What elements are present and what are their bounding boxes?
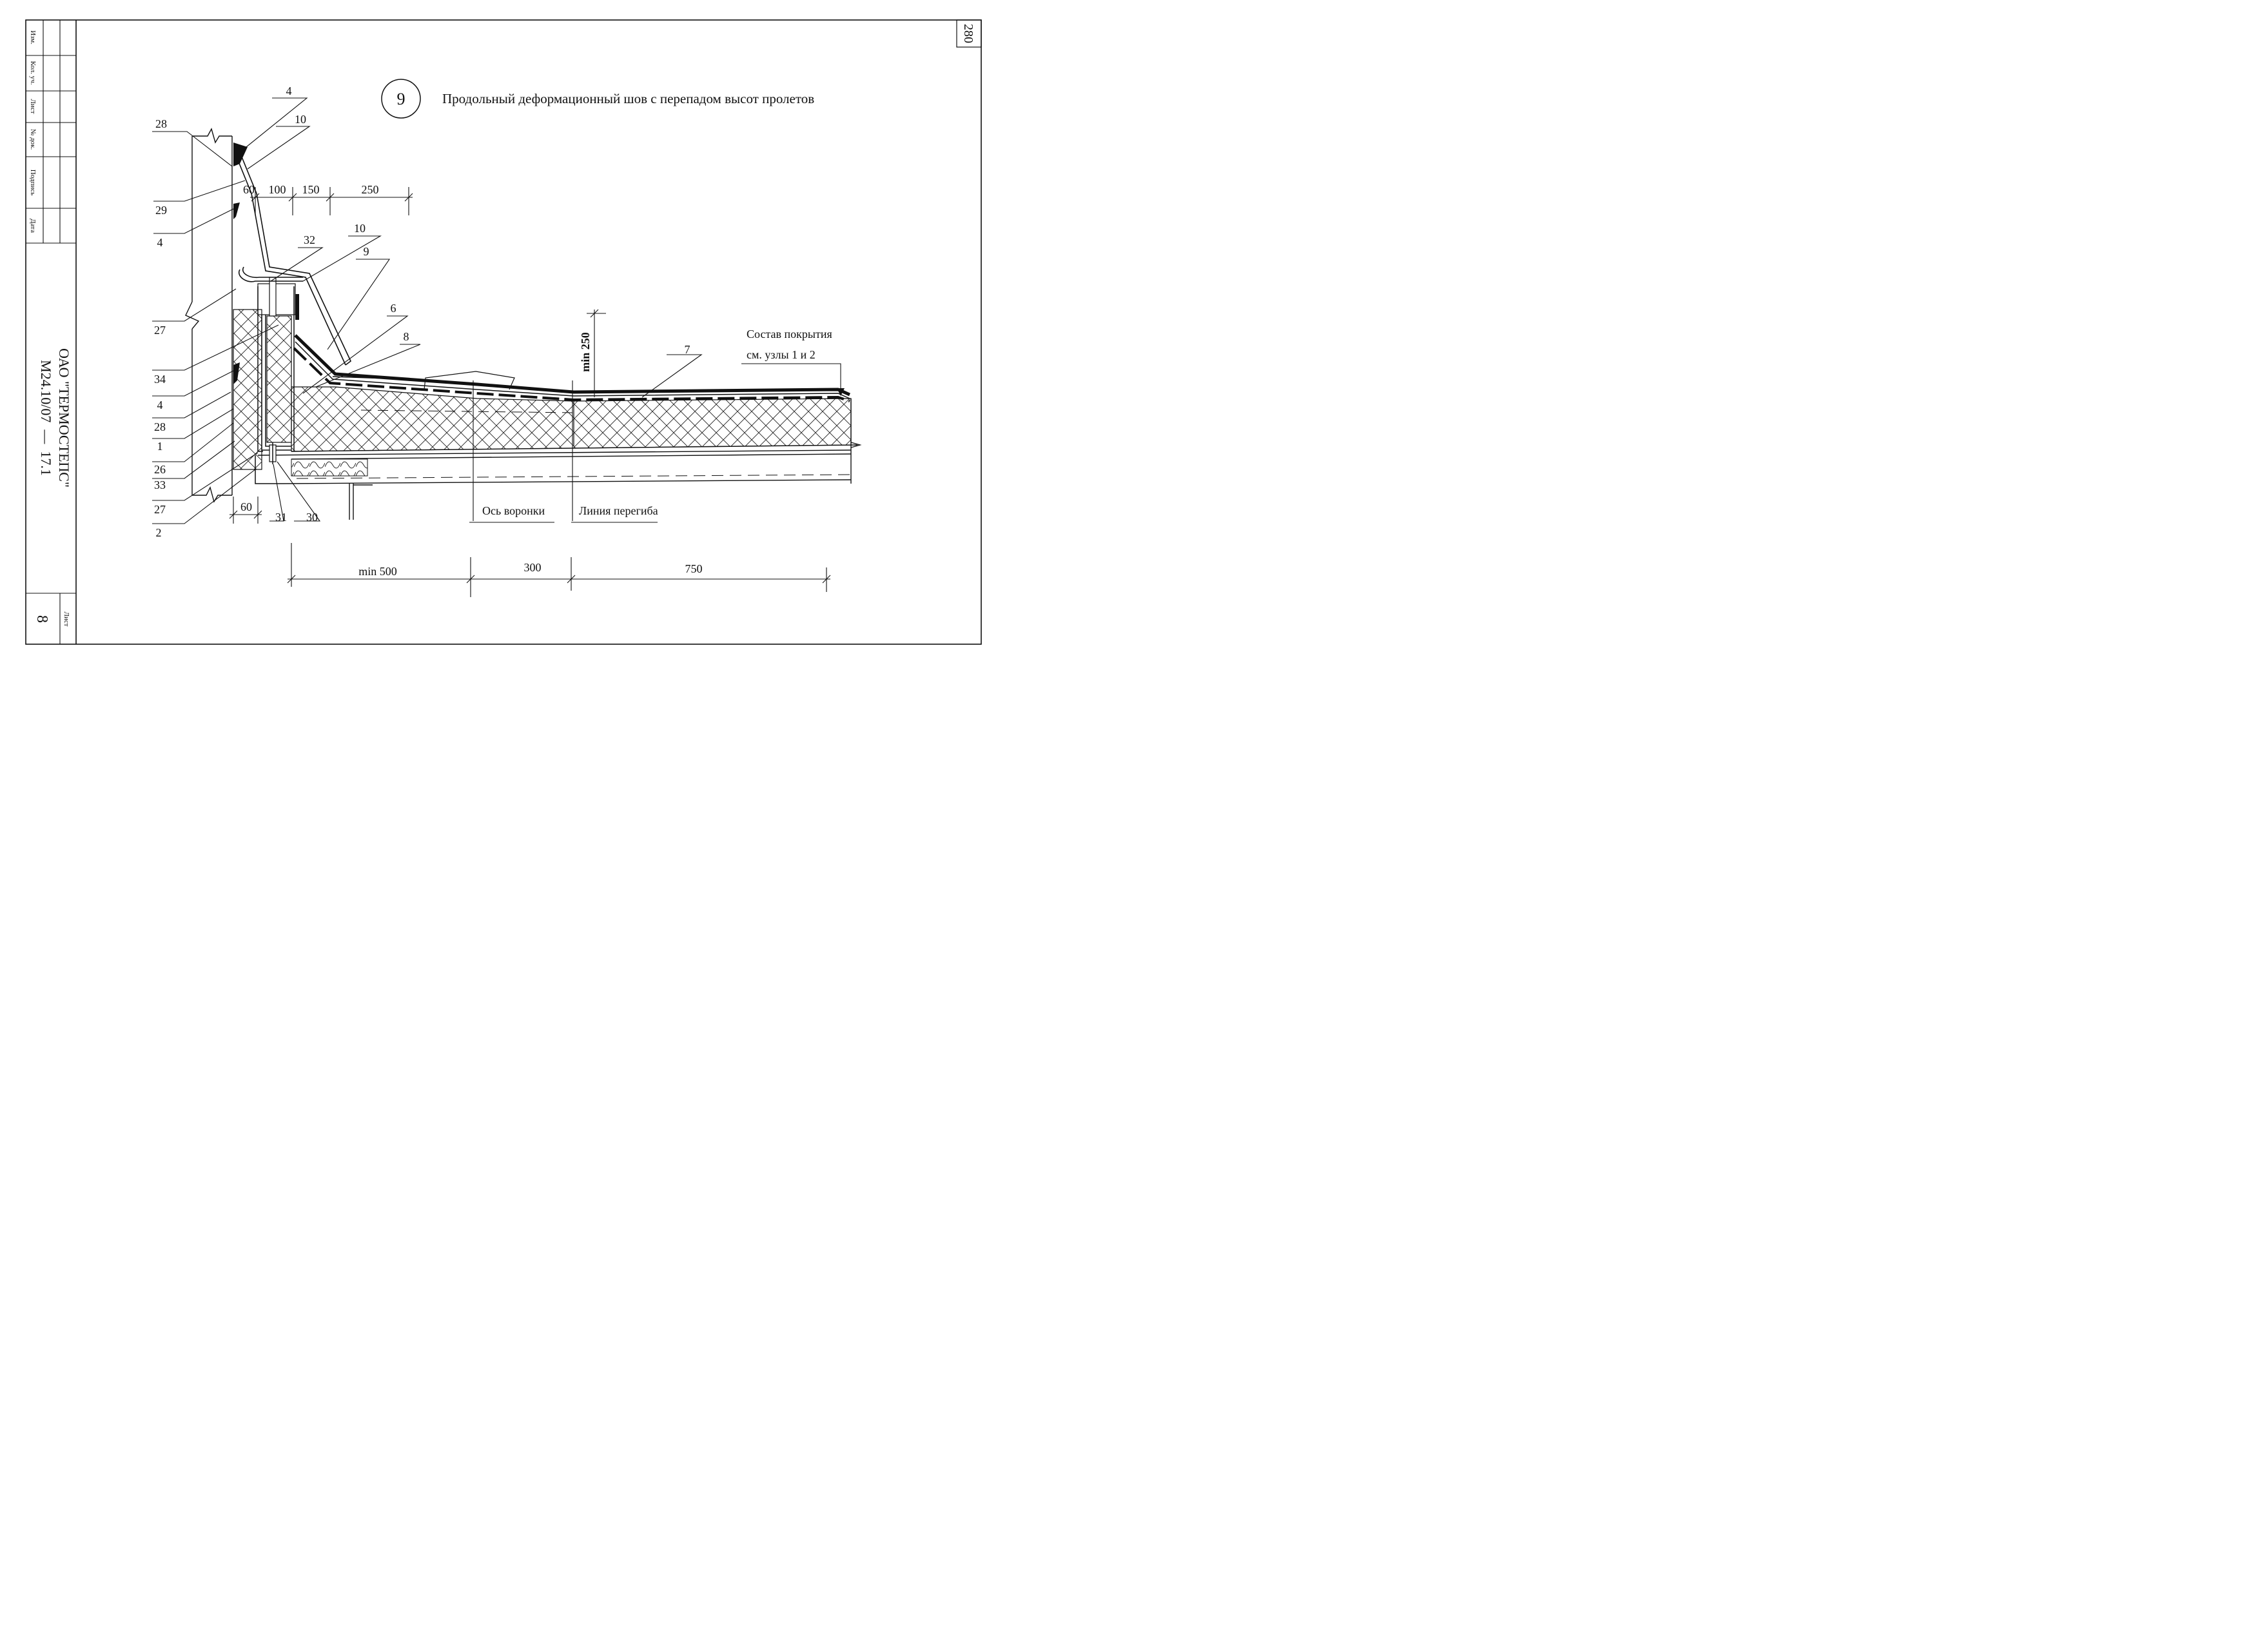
- funnel-cap: [424, 371, 515, 390]
- svg-text:8: 8: [404, 330, 409, 343]
- detail-number: 9: [397, 90, 406, 108]
- axis-lines: [469, 380, 658, 523]
- svg-text:4: 4: [157, 399, 163, 411]
- svg-text:4: 4: [286, 84, 292, 97]
- svg-text:250: 250: [362, 183, 379, 196]
- svg-text:33: 33: [154, 478, 166, 491]
- callout-leaders: [152, 97, 703, 524]
- svg-text:34: 34: [154, 373, 166, 386]
- svg-text:28: 28: [154, 420, 166, 433]
- svg-text:60: 60: [243, 183, 255, 196]
- deck-lines: [257, 399, 862, 520]
- svg-text:26: 26: [154, 463, 166, 476]
- svg-text:10: 10: [354, 222, 366, 235]
- sheet-frame: [25, 19, 982, 645]
- wall-outline: [185, 128, 233, 503]
- note-arrow: [837, 388, 845, 396]
- page-title: Продольный деформационный шов с перепадо…: [442, 91, 814, 106]
- svg-text:750: 750: [685, 562, 703, 575]
- steel-connectors: [255, 277, 296, 484]
- bottom-left-dimension: [229, 497, 262, 524]
- svg-text:2: 2: [156, 526, 162, 539]
- top-dimension-chain: [250, 187, 413, 215]
- bottom-dimension-values: min 500 300 750: [358, 561, 702, 578]
- axis-label-bend: Линия перегиба: [579, 504, 658, 517]
- svg-text:9: 9: [364, 245, 369, 258]
- svg-text:min 500: min 500: [358, 565, 397, 578]
- svg-text:27: 27: [154, 324, 166, 337]
- svg-text:31: 31: [275, 511, 287, 524]
- callout-numbers: 4 28 10 29 4 32 10 9 6 8 27 34 4 28 1 26…: [154, 84, 690, 539]
- vertical-dimension: [587, 309, 606, 397]
- stamp-sheet-label: Лист: [63, 611, 70, 626]
- detail-number-circle: [381, 79, 421, 119]
- stamp-org: ОАО "ТЕРМОСТЕПС": [56, 348, 72, 488]
- insulation-blocks: [233, 309, 852, 470]
- page-ref: 280: [961, 24, 975, 43]
- stamp-block: [26, 20, 76, 644]
- top-dimension-values: 60 100 150 250: [243, 183, 379, 196]
- svg-text:4: 4: [157, 236, 163, 249]
- bottom-dimension-chain: [287, 543, 831, 597]
- note-line-2: см. узлы 1 и 2: [747, 348, 816, 361]
- vertical-dimension-value: min 250: [579, 332, 592, 372]
- svg-text:32: 32: [304, 233, 315, 246]
- axis-label-funnel: Ось воронки: [482, 504, 545, 517]
- svg-text:№ док.: № док.: [29, 129, 37, 150]
- svg-text:29: 29: [155, 204, 167, 217]
- svg-text:28: 28: [155, 117, 167, 130]
- svg-text:7: 7: [685, 343, 690, 356]
- svg-text:Изм.: Изм.: [29, 30, 37, 44]
- svg-text:100: 100: [269, 183, 286, 196]
- svg-text:Дата: Дата: [29, 219, 37, 233]
- svg-text:30: 30: [306, 511, 318, 524]
- note-leader: [741, 363, 841, 395]
- svg-text:Лист: Лист: [29, 99, 37, 113]
- stamp-sheet-number: 8: [34, 615, 50, 623]
- svg-text:6: 6: [391, 302, 396, 315]
- metal-flashing: [234, 152, 352, 366]
- stamp-column-labels: Изм. Кол. уч. Лист № док. Подпись Дата: [29, 30, 37, 233]
- svg-text:300: 300: [524, 561, 542, 574]
- svg-text:1: 1: [157, 440, 163, 453]
- svg-text:27: 27: [154, 503, 166, 516]
- hidden-line: [360, 409, 574, 413]
- svg-text:Подпись: Подпись: [29, 170, 37, 195]
- bottom-left-dimension-value: 60: [240, 500, 252, 513]
- note-line-1: Состав покрытия: [747, 328, 832, 340]
- svg-text:10: 10: [295, 113, 306, 126]
- drawing-sheet: Изм. Кол. уч. Лист № док. Подпись Дата О…: [25, 19, 982, 645]
- svg-text:Кол. уч.: Кол. уч.: [29, 61, 37, 85]
- svg-text:150: 150: [302, 183, 320, 196]
- stamp-code: М24.10/07 — 17.1: [38, 360, 54, 476]
- wool-strip: [291, 458, 368, 477]
